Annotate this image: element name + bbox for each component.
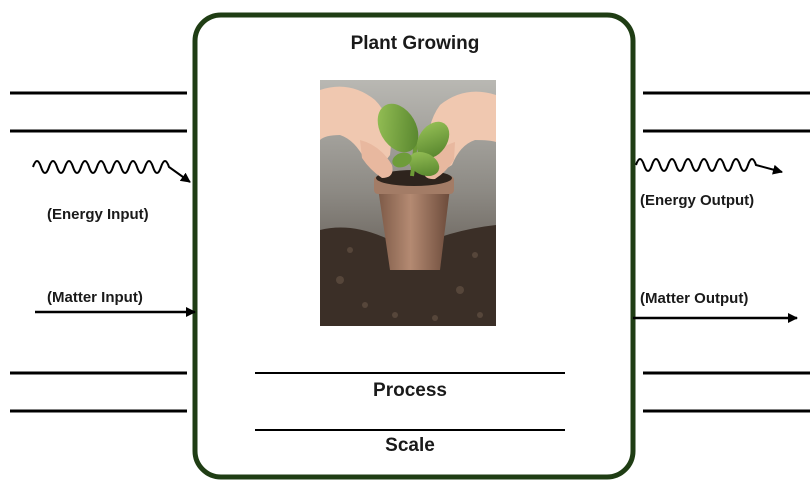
energy-input-wave-arrow — [33, 161, 190, 182]
energy-output-label: (Energy Output) — [640, 192, 754, 209]
matter-output-label: (Matter Output) — [640, 290, 748, 307]
hands-potting-seedling-image — [320, 80, 496, 326]
process-label: Process — [255, 380, 565, 402]
matter-input-label: (Matter Input) — [47, 289, 143, 306]
energy-output-wave-arrow — [636, 159, 782, 172]
diagram-title: Plant Growing — [195, 33, 635, 55]
energy-input-label: (Energy Input) — [47, 206, 149, 223]
scale-label: Scale — [255, 435, 565, 457]
